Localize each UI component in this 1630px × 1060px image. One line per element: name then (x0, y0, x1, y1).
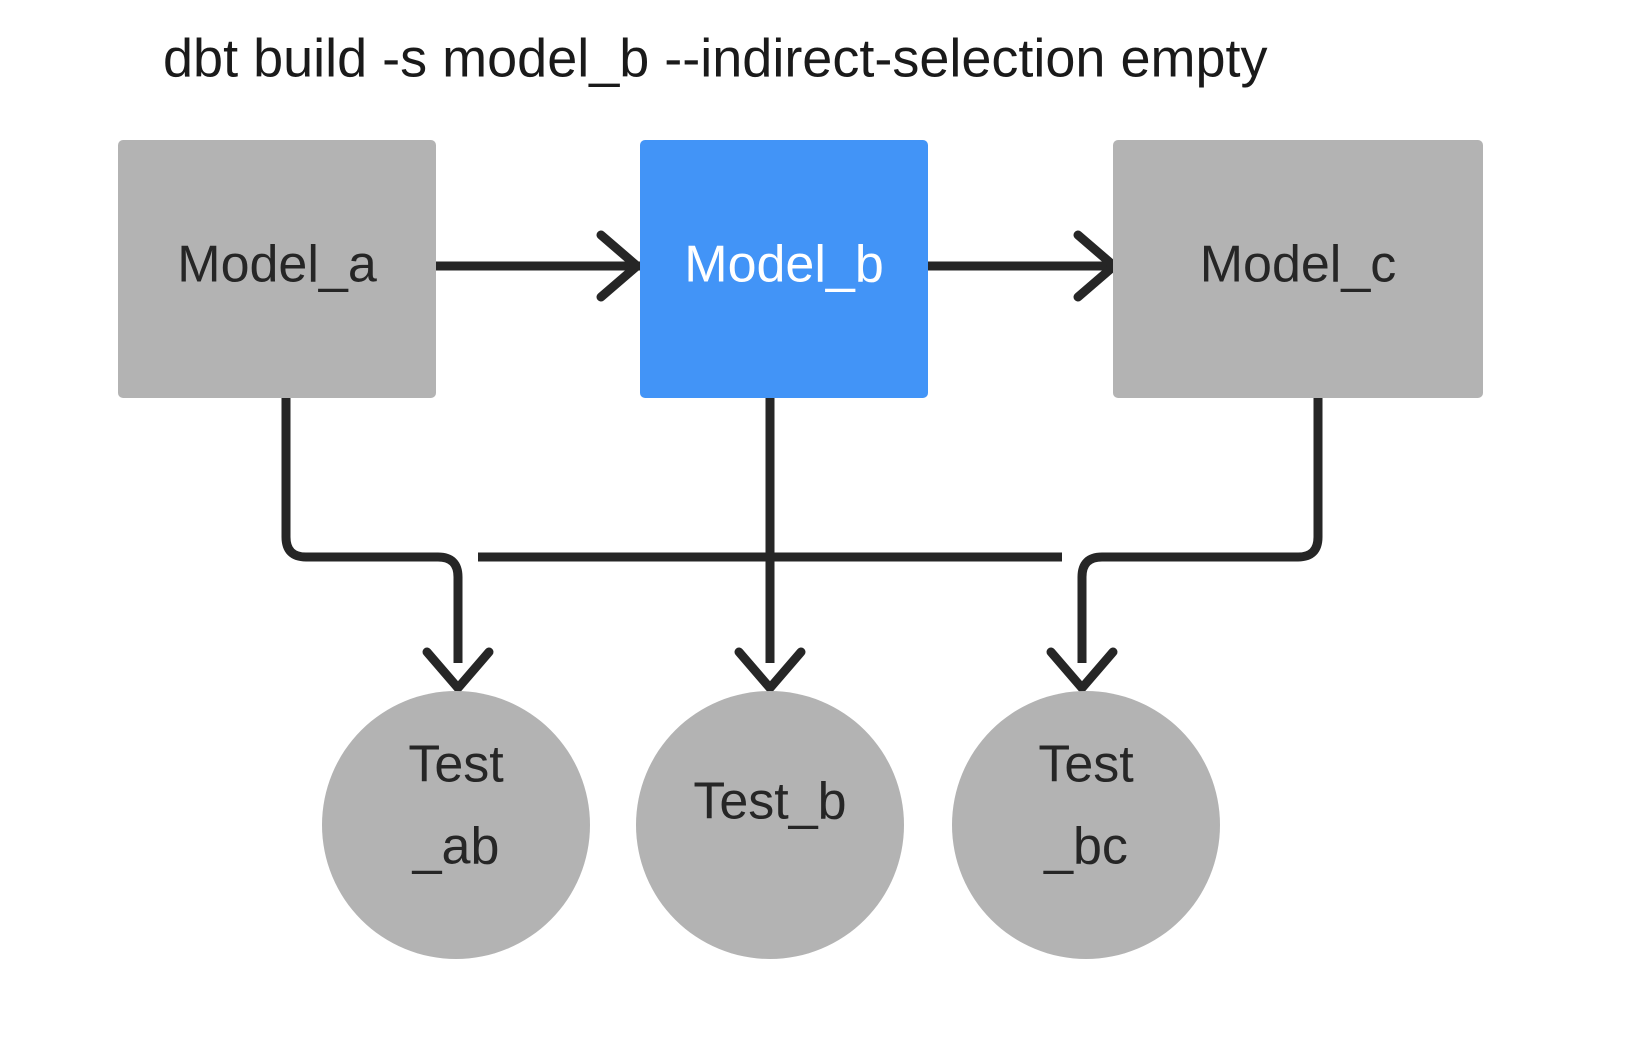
node-model-a[interactable]: Model_a (118, 140, 436, 398)
node-test-bc-shape (952, 691, 1220, 959)
node-model-a-shape (118, 140, 436, 398)
node-test-bc[interactable]: Test _bc (952, 691, 1220, 959)
node-model-c-label: Model_c (1200, 236, 1397, 294)
node-model-a-label: Model_a (177, 236, 377, 294)
arrow-head-test-b (734, 647, 806, 693)
node-model-c[interactable]: Model_c (1113, 140, 1483, 398)
edge-model-a-to-test-ab (281, 398, 463, 663)
node-model-c-shape (1113, 140, 1483, 398)
node-test-bc-label-line2: _bc (1043, 818, 1128, 876)
node-model-b-shape (640, 140, 928, 398)
edge-model-c-to-test-bc (1077, 398, 1323, 663)
node-test-ab[interactable]: Test _ab (322, 691, 590, 959)
node-test-b[interactable]: Test_b (636, 691, 904, 959)
arrow-head-test-bc (1046, 647, 1118, 693)
node-test-ab-label-line1: Test (408, 736, 504, 794)
node-model-b[interactable]: Model_b (640, 140, 928, 398)
arrow-head-model-a-to-model-b (596, 230, 642, 302)
node-test-ab-label-line2: _ab (412, 818, 500, 876)
page-title: dbt build -s model_b --indirect-selectio… (163, 28, 1268, 88)
arrow-head-test-ab (422, 647, 494, 693)
node-model-b-label: Model_b (684, 236, 883, 294)
node-test-ab-shape (322, 691, 590, 959)
node-test-bc-label-line1: Test (1038, 736, 1134, 794)
node-test-b-label-line1: Test_b (693, 773, 846, 831)
node-test-b-shape (636, 691, 904, 959)
